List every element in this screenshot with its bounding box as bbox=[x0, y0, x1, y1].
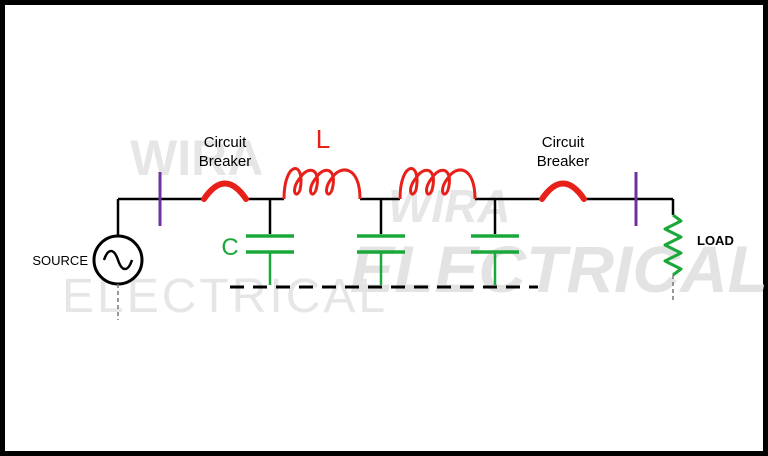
ac-source-symbol bbox=[92, 234, 144, 320]
capacitor-2 bbox=[357, 234, 405, 285]
circuit-breaker-right bbox=[539, 180, 587, 202]
watermark-logo: WIRA ELECTRICAL WIRA ELECTRICAL bbox=[62, 130, 768, 323]
inductor-2 bbox=[398, 167, 477, 200]
capacitor-1 bbox=[246, 234, 294, 285]
breaker-left-label-line1: Circuit bbox=[204, 134, 247, 151]
breaker-left-label-line2: Breaker bbox=[199, 153, 252, 170]
load-resistor bbox=[663, 213, 683, 302]
source-label: SOURCE bbox=[32, 253, 88, 268]
breaker-right-label-line1: Circuit bbox=[542, 134, 585, 151]
watermark-right-bottom: ELECTRICAL bbox=[350, 232, 768, 306]
inductor-1 bbox=[282, 167, 362, 200]
load-label: LOAD bbox=[697, 233, 734, 248]
capacitor-3 bbox=[471, 234, 519, 285]
breaker-right-label-line2: Breaker bbox=[537, 153, 590, 170]
watermark-left-top: WIRA bbox=[130, 130, 263, 186]
capacitance-label: C bbox=[221, 234, 238, 261]
inductance-label: L bbox=[316, 124, 330, 154]
wiring bbox=[116, 197, 675, 236]
circuit-breaker-left bbox=[201, 180, 249, 202]
